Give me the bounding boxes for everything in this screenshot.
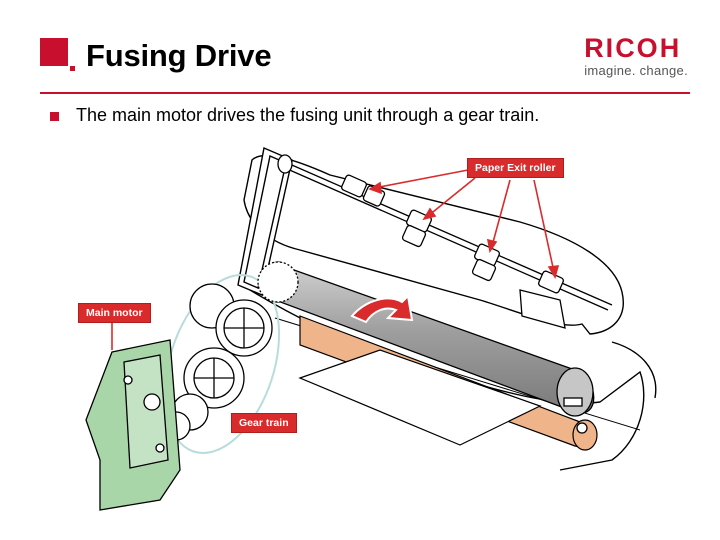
logo-wordmark: RICOH — [584, 33, 682, 63]
ricoh-logo: RICOH imagine. change. — [584, 34, 688, 78]
gear-train-highlight — [163, 274, 281, 454]
paper-sheet — [298, 349, 542, 446]
main-motor-label: Main motor — [78, 303, 151, 323]
paper-exit-roller-label: Paper Exit roller — [467, 158, 564, 178]
slide-title: Fusing Drive — [86, 38, 272, 73]
title-marker — [40, 38, 68, 66]
main-motor — [85, 339, 181, 511]
rotation-arrow — [350, 293, 414, 324]
header-divider — [40, 92, 690, 94]
gear-train-label: Gear train — [231, 413, 297, 433]
callout-leaders — [111, 169, 560, 350]
logo-tagline: imagine. change. — [584, 63, 688, 78]
title-marker-dot — [70, 66, 75, 71]
bullet-marker — [50, 112, 59, 121]
bullet-text: The main motor drives the fusing unit th… — [76, 105, 540, 125]
